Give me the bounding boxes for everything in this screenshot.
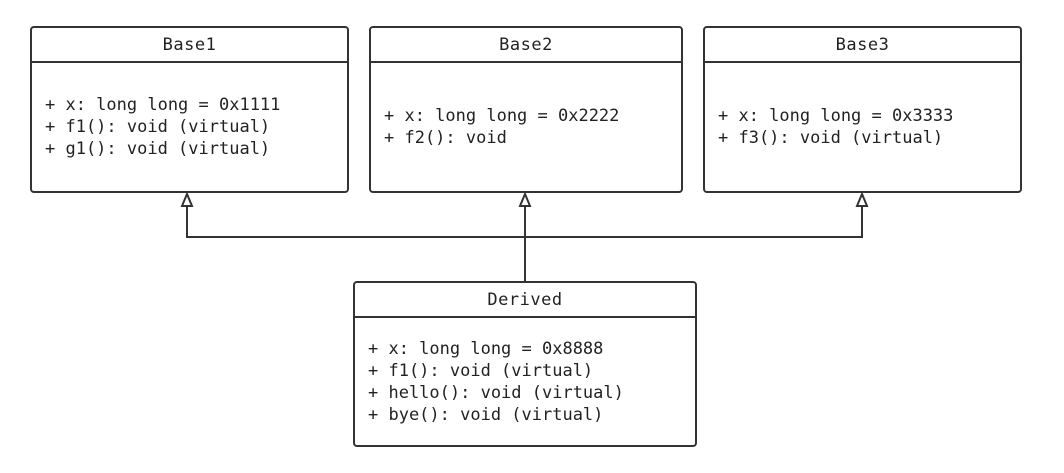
member-derived-hello: + hello(): void (virtual) bbox=[368, 382, 624, 403]
member-list-base2: + x: long long = 0x2222 + f2(): void bbox=[371, 63, 681, 191]
class-box-base1[interactable]: Base1 + x: long long = 0x1111 + f1(): vo… bbox=[30, 26, 349, 193]
member-base1-g1: + g1(): void (virtual) bbox=[45, 139, 271, 159]
class-name-base1: Base1 bbox=[32, 28, 347, 63]
member-base3-x: + x: long long = 0x3333 bbox=[718, 106, 954, 126]
connector-junction-to-base1 bbox=[186, 206, 525, 238]
member-list-base3: + x: long long = 0x3333 + f3(): void (vi… bbox=[705, 63, 1020, 191]
member-list-base1: + x: long long = 0x1111 + f1(): void (vi… bbox=[32, 63, 347, 191]
member-base3-f3: + f3(): void (virtual) bbox=[718, 128, 944, 148]
member-list-derived: + x: long long = 0x8888 + f1(): void (vi… bbox=[355, 318, 695, 445]
class-name-base2: Base2 bbox=[371, 28, 681, 63]
connector-junction-to-base3 bbox=[525, 206, 863, 238]
inheritance-arrowhead-base2 bbox=[518, 191, 532, 207]
inheritance-arrowhead-base1 bbox=[180, 191, 194, 207]
inheritance-arrowhead-base3 bbox=[855, 191, 869, 207]
member-derived-bye: + bye(): void (virtual) bbox=[368, 404, 604, 425]
member-derived-x: + x: long long = 0x8888 bbox=[368, 338, 604, 359]
class-name-derived: Derived bbox=[355, 283, 695, 318]
class-name-base3: Base3 bbox=[705, 28, 1020, 63]
class-box-derived[interactable]: Derived + x: long long = 0x8888 + f1(): … bbox=[353, 281, 697, 447]
member-base2-x: + x: long long = 0x2222 bbox=[384, 106, 620, 126]
class-box-base2[interactable]: Base2 + x: long long = 0x2222 + f2(): vo… bbox=[369, 26, 683, 193]
class-box-base3[interactable]: Base3 + x: long long = 0x3333 + f3(): vo… bbox=[703, 26, 1022, 193]
member-derived-f1: + f1(): void (virtual) bbox=[368, 360, 594, 381]
member-base1-x: + x: long long = 0x1111 bbox=[45, 95, 281, 115]
member-base1-f1: + f1(): void (virtual) bbox=[45, 117, 271, 137]
member-base2-f2: + f2(): void bbox=[384, 128, 507, 148]
